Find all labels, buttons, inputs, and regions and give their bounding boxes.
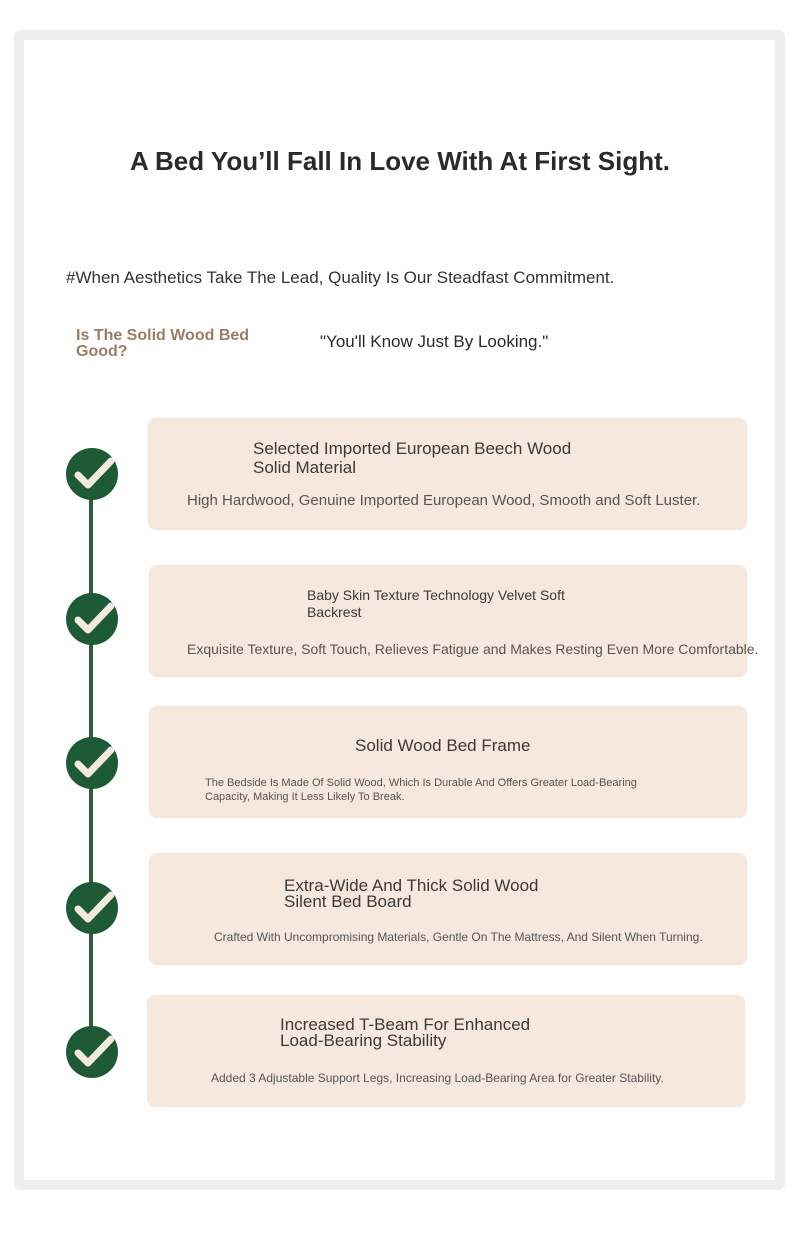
intro-question: Is The Solid Wood Bed Good?	[76, 327, 250, 360]
feature-card-beech-wood: Selected Imported European Beech Wood So…	[148, 418, 747, 530]
feature-title-line: Silent Bed Board	[284, 892, 412, 911]
feature-description-line: Capacity, Making It Less Likely To Break…	[205, 791, 405, 803]
feature-card-t-beam: Increased T-Beam For Enhanced Load-Beari…	[147, 995, 745, 1107]
check-circle-icon	[66, 737, 118, 789]
feature-title: Baby Skin Texture Technology Velvet Soft…	[307, 587, 565, 621]
feature-title-line: Backrest	[307, 604, 362, 620]
feature-title-line: Baby Skin Texture Technology Velvet Soft	[307, 587, 565, 603]
check-circle-icon	[66, 882, 118, 934]
feature-card-bed-frame: Solid Wood Bed Frame The Bedside Is Made…	[149, 706, 747, 818]
check-circle-icon	[66, 1026, 118, 1078]
feature-description: High Hardwood, Genuine Imported European…	[187, 492, 701, 509]
feature-description-line: The Bedside Is Made Of Solid Wood, Which…	[205, 777, 637, 789]
feature-title-line: Increased T-Beam For Enhanced	[280, 1015, 531, 1034]
check-circle-icon	[66, 593, 118, 645]
feature-title-line: Selected Imported European Beech Wood	[253, 439, 572, 458]
feature-title-line: Load-Bearing Stability	[280, 1031, 447, 1050]
intro-answer: "You'll Know Just By Looking."	[320, 332, 549, 351]
check-circle-icon	[66, 448, 118, 500]
feature-card-velvet-backrest: Baby Skin Texture Technology Velvet Soft…	[149, 565, 758, 677]
feature-title: Selected Imported European Beech Wood So…	[253, 439, 571, 477]
feature-title: Extra-Wide And Thick Solid Wood Silent B…	[284, 876, 539, 911]
feature-title-line: Solid Material	[253, 458, 356, 477]
feature-title: Increased T-Beam For Enhanced Load-Beari…	[280, 1015, 531, 1050]
feature-description: Crafted With Uncompromising Materials, G…	[214, 930, 703, 944]
feature-card-bed-board: Extra-Wide And Thick Solid Wood Silent B…	[149, 853, 747, 965]
feature-description: The Bedside Is Made Of Solid Wood, Which…	[205, 776, 637, 804]
feature-description: Exquisite Texture, Soft Touch, Relieves …	[187, 641, 759, 657]
page-subtitle: #When Aesthetics Take The Lead, Quality …	[66, 268, 615, 287]
feature-title: Solid Wood Bed Frame	[355, 736, 531, 755]
feature-title-line: Extra-Wide And Thick Solid Wood	[284, 876, 539, 895]
page-title: A Bed You’ll Fall In Love With At First …	[130, 146, 670, 176]
feature-description: Added 3 Adjustable Support Legs, Increas…	[211, 1071, 664, 1085]
